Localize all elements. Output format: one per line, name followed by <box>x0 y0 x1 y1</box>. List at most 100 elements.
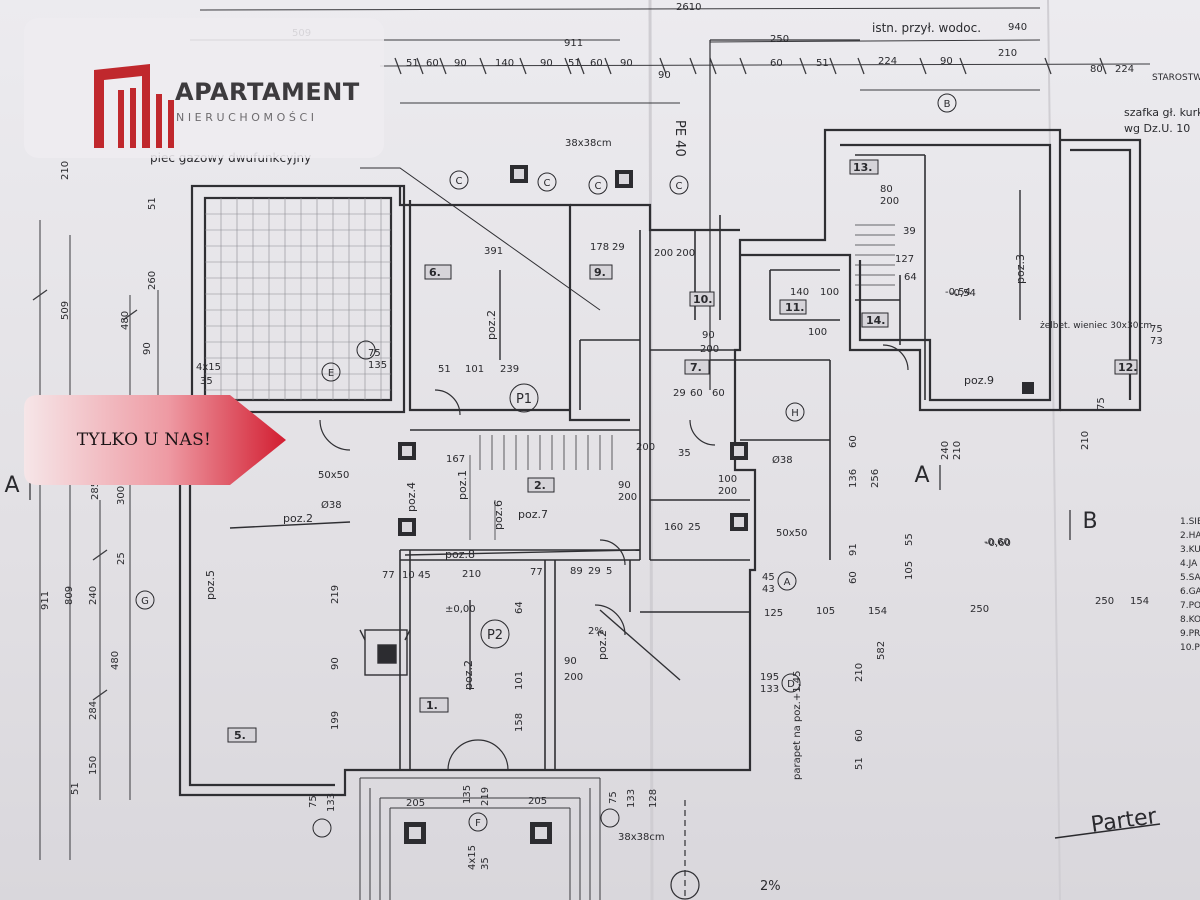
legend-item: 4.JA <box>1180 559 1198 569</box>
svg-text:77: 77 <box>530 567 543 578</box>
svg-text:2%: 2% <box>588 626 604 637</box>
svg-text:60: 60 <box>712 388 725 399</box>
dimension-text: 90 <box>540 58 553 69</box>
svg-text:64: 64 <box>514 601 525 614</box>
legend-item: 2.HAL <box>1180 531 1200 541</box>
room-number: 2. <box>534 479 546 492</box>
svg-text:90: 90 <box>618 480 631 491</box>
svg-text:300: 300 <box>116 486 127 505</box>
fireplace <box>359 629 411 676</box>
svg-text:239: 239 <box>500 364 519 375</box>
svg-text:105: 105 <box>904 561 915 580</box>
svg-text:200: 200 <box>700 344 719 355</box>
svg-text:75: 75 <box>368 348 381 359</box>
svg-text:Ø38: Ø38 <box>772 454 793 466</box>
svg-text:205: 205 <box>406 798 425 809</box>
svg-text:29: 29 <box>588 566 601 577</box>
parapet-label: parapet na poz.+1,45 <box>792 671 803 781</box>
svg-text:219: 219 <box>480 787 491 806</box>
svg-text:-0.54: -0.54 <box>945 287 971 298</box>
svg-text:75: 75 <box>1150 324 1163 335</box>
svg-text:256: 256 <box>870 469 881 488</box>
terrace-tiles <box>205 198 391 400</box>
dimension-text: 224 <box>878 56 897 67</box>
legend-item: 3.KUC <box>1180 545 1200 555</box>
svg-text:509: 509 <box>60 301 71 320</box>
svg-text:90: 90 <box>330 657 341 670</box>
section-marker-a: A <box>4 473 19 498</box>
svg-text:178: 178 <box>590 242 609 253</box>
position-label: poz.2 <box>283 512 313 525</box>
svg-text:60: 60 <box>848 435 859 448</box>
brand-name: APARTAMENT <box>175 78 360 106</box>
position-label: poz.5 <box>204 570 217 600</box>
svg-text:35: 35 <box>678 448 691 459</box>
svg-text:135: 135 <box>368 360 387 371</box>
svg-text:43: 43 <box>762 584 775 595</box>
svg-text:154: 154 <box>868 606 887 617</box>
dimension-text: 224 <box>1115 64 1134 75</box>
room-number: 5. <box>234 729 246 742</box>
office-stamp: STAROSTWO <box>1152 73 1200 83</box>
svg-text:51: 51 <box>70 782 81 795</box>
svg-text:250: 250 <box>970 604 989 615</box>
position-label: poz.9 <box>964 374 994 387</box>
position-label: poz.2 <box>462 660 475 690</box>
room-number: 1. <box>426 699 438 712</box>
dimension-text: 940 <box>1008 22 1027 33</box>
svg-text:105: 105 <box>816 606 835 617</box>
svg-text:210: 210 <box>854 663 865 682</box>
level-label: -0,60 <box>985 538 1011 549</box>
svg-text:2%: 2% <box>760 879 781 894</box>
room-number: 6. <box>429 266 441 279</box>
position-label: poz.4 <box>405 482 418 512</box>
svg-text:200: 200 <box>718 486 737 497</box>
dimension-text: 60 <box>426 58 439 69</box>
dimension-text: 51 <box>568 58 581 69</box>
top-dimension-lines <box>39 7 1151 860</box>
dimension-text: 80 <box>1090 64 1103 75</box>
axis-label: C <box>595 181 602 192</box>
room-legend: 1.SIEŃ 2.HAL 3.KUC 4.JA 5.SA 6.GA 7.PO 8… <box>1180 515 1200 653</box>
position-label: poz.2 <box>485 310 498 340</box>
room-number: 7. <box>690 361 702 374</box>
svg-text:133: 133 <box>326 793 337 812</box>
svg-text:250: 250 <box>1095 596 1114 607</box>
svg-text:135: 135 <box>462 785 473 804</box>
svg-text:284: 284 <box>88 701 99 720</box>
agency-logo-card[interactable] <box>24 18 384 158</box>
dimension-text: 60 <box>590 58 603 69</box>
axis-label: G <box>141 596 149 607</box>
water-connection-note: istn. przył. wodoc. <box>872 21 981 35</box>
svg-text:10: 10 <box>402 570 415 581</box>
svg-text:50x50: 50x50 <box>318 470 349 481</box>
axis-label: A <box>784 577 791 588</box>
svg-text:51: 51 <box>438 364 451 375</box>
section-marker-a: A <box>914 463 929 488</box>
svg-text:77: 77 <box>382 570 395 581</box>
svg-text:240: 240 <box>940 441 951 460</box>
svg-text:210: 210 <box>1080 431 1091 450</box>
room-number: 13. <box>853 161 873 174</box>
svg-text:90: 90 <box>142 342 153 355</box>
axis-label: E <box>328 368 334 379</box>
svg-text:35: 35 <box>200 376 213 387</box>
svg-text:200: 200 <box>564 672 583 683</box>
svg-text:911: 911 <box>40 591 51 610</box>
svg-text:167: 167 <box>446 454 465 465</box>
svg-text:200: 200 <box>654 248 673 259</box>
svg-text:90: 90 <box>564 656 577 667</box>
dimension-text: 90 <box>620 58 633 69</box>
svg-text:133: 133 <box>626 789 637 808</box>
dimension-text: 60 <box>770 58 783 69</box>
svg-text:199: 199 <box>330 711 341 730</box>
svg-text:219: 219 <box>330 585 341 604</box>
svg-text:25: 25 <box>116 552 127 565</box>
svg-text:582: 582 <box>876 641 887 660</box>
position-label: poz.1 <box>456 470 469 500</box>
cabinet-sublabel: wg Dz.U. 10 <box>1124 122 1190 135</box>
svg-text:39: 39 <box>903 226 916 237</box>
dimension-text: 90 <box>658 70 671 81</box>
svg-text:200: 200 <box>880 196 899 207</box>
svg-text:480: 480 <box>110 651 121 670</box>
